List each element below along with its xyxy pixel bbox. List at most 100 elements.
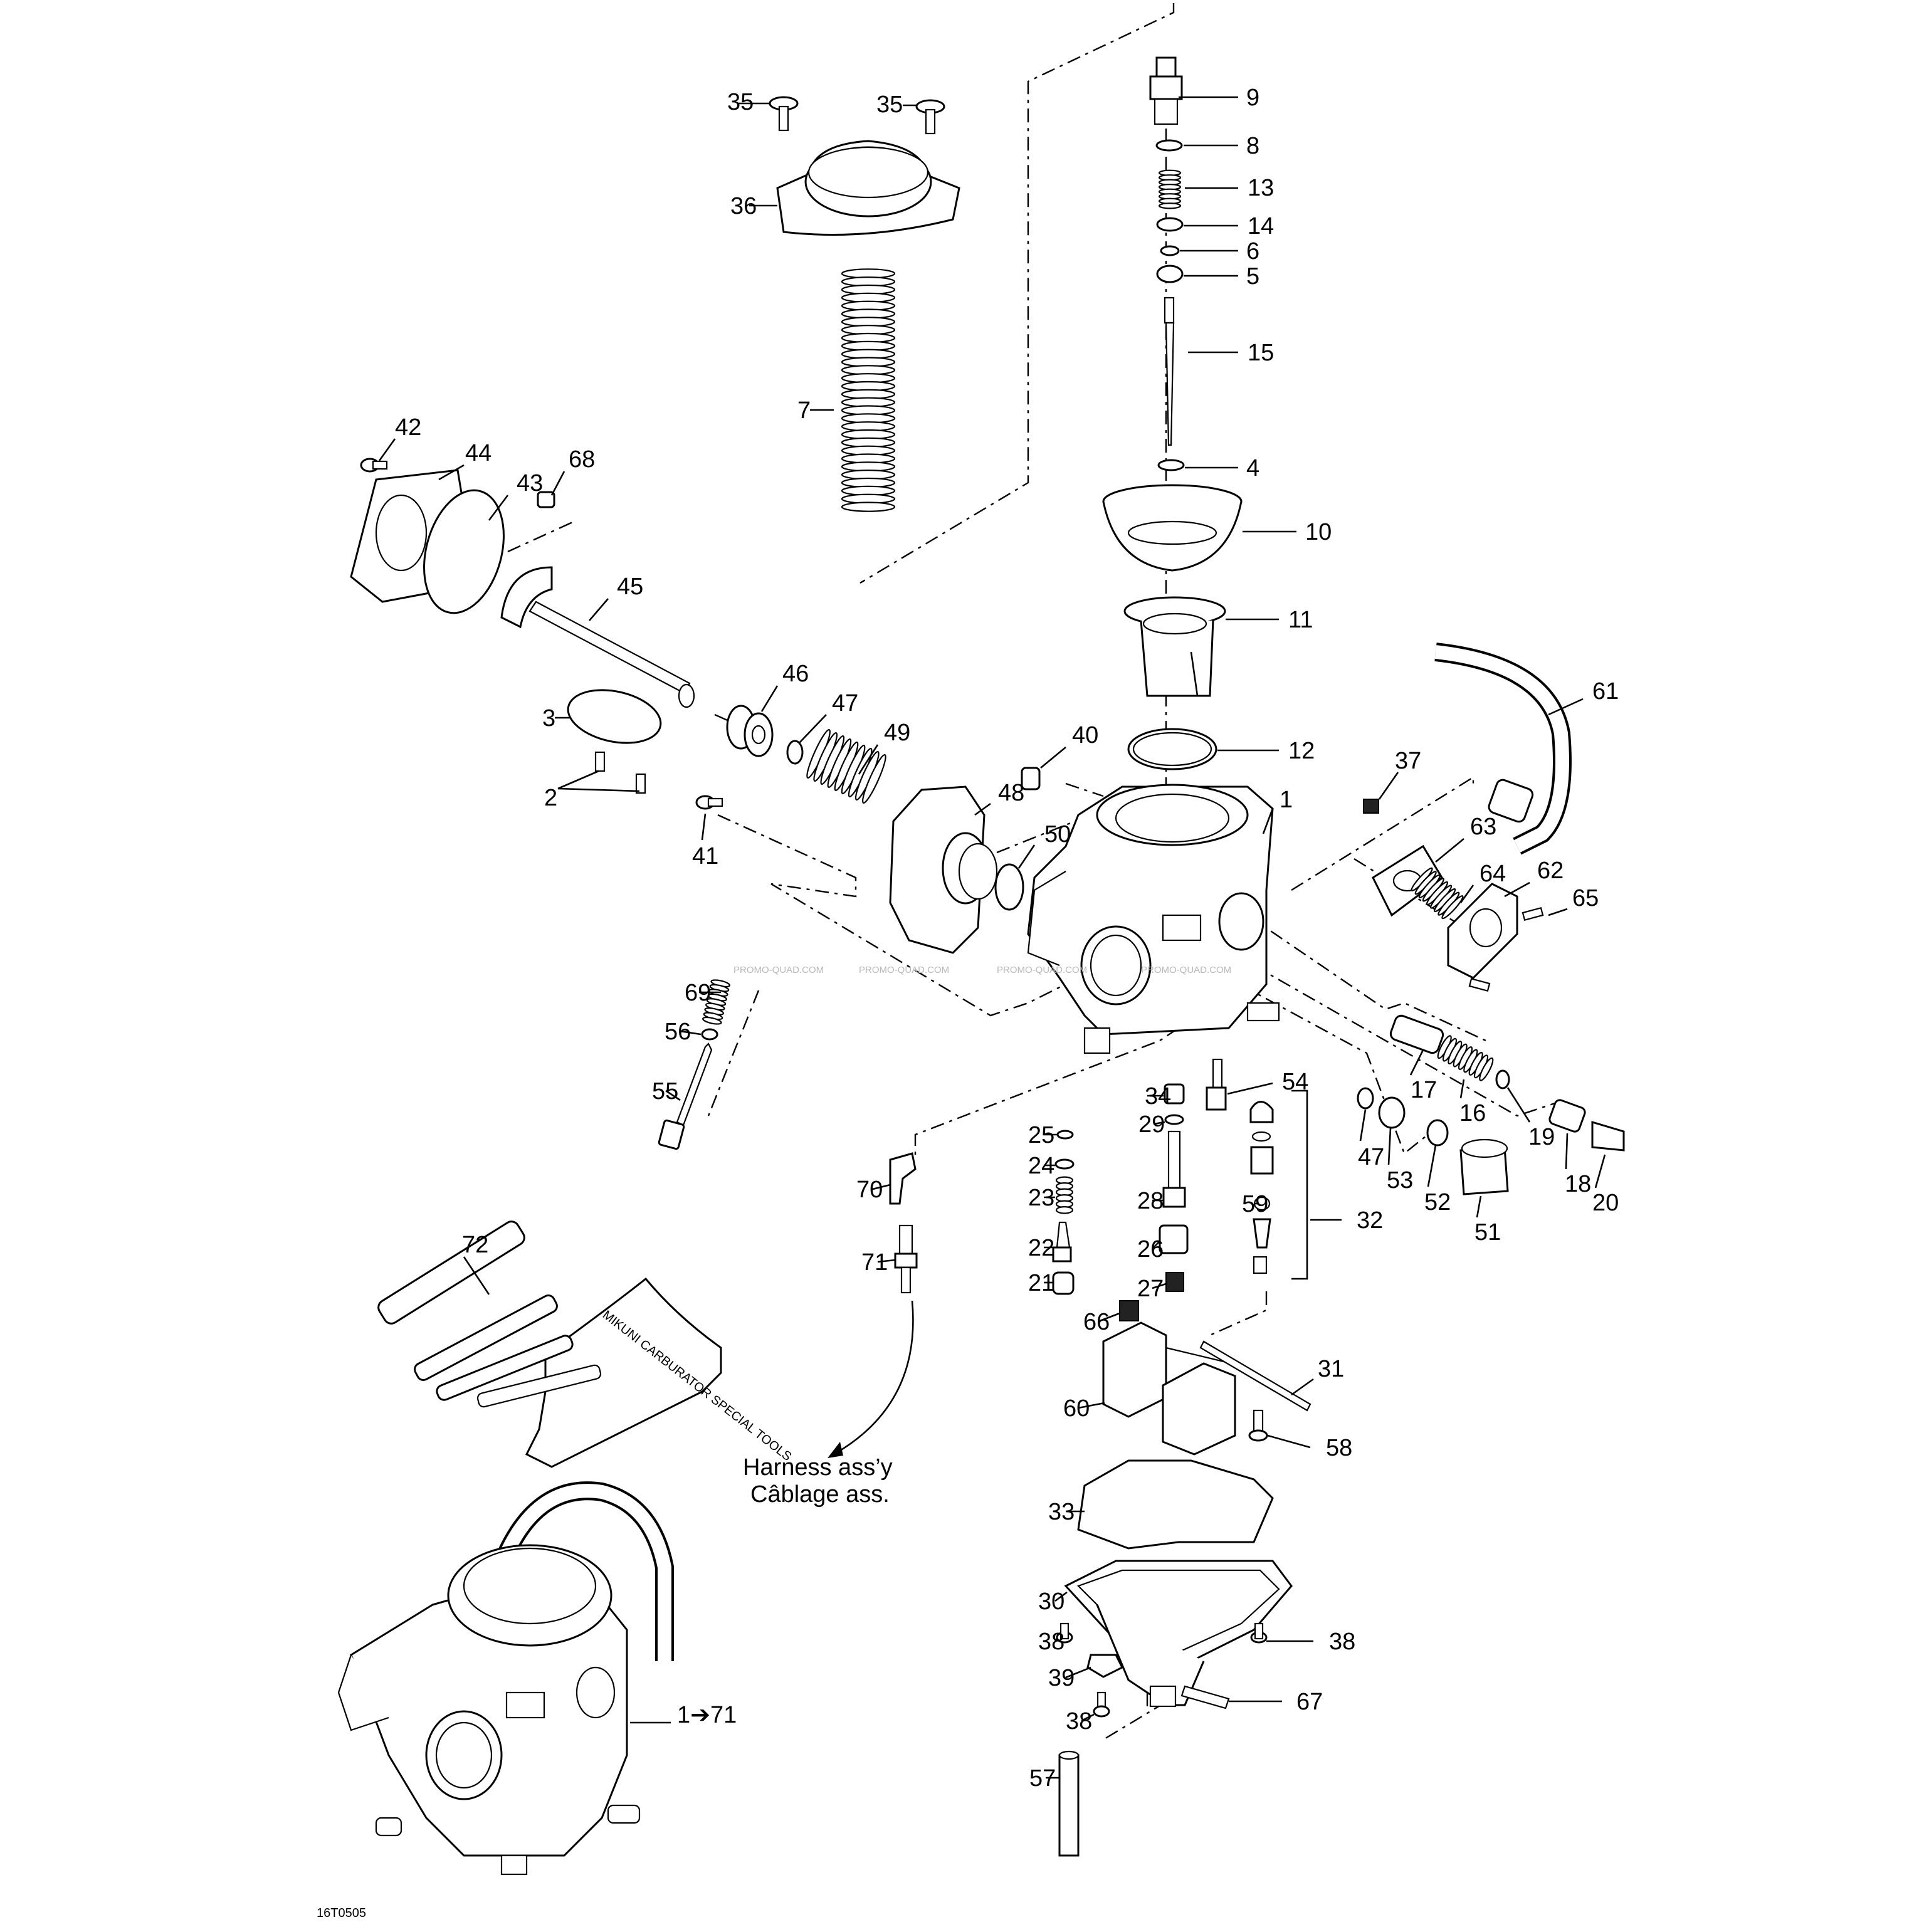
spring69-coil xyxy=(702,1016,722,1025)
callout-c18: 18 xyxy=(1565,1171,1591,1197)
callout-c16: 16 xyxy=(1459,1100,1486,1126)
leader-lines xyxy=(378,96,1606,1779)
callout-c14: 14 xyxy=(1248,213,1274,239)
callout-c61: 61 xyxy=(1592,678,1619,705)
float-60 xyxy=(1102,1321,1245,1456)
callout-c41: 41 xyxy=(692,843,718,869)
o-ring-19 xyxy=(1495,1069,1510,1089)
spring-69 xyxy=(702,979,730,1025)
washer-8 xyxy=(1155,139,1183,152)
callout-c58: 58 xyxy=(1326,1435,1352,1461)
callout-c52: 52 xyxy=(1424,1189,1451,1215)
washer-24 xyxy=(1054,1158,1075,1170)
callout-c64: 64 xyxy=(1480,861,1506,887)
washer-47b xyxy=(1357,1087,1374,1110)
cover-62 xyxy=(1447,883,1518,979)
watermark-text-1: PROMO-QUAD.COM xyxy=(733,965,824,975)
harness-note-line1: Harness ass’y xyxy=(743,1454,893,1481)
callout-c56: 56 xyxy=(665,1019,691,1045)
callout-c22: 22 xyxy=(1028,1235,1054,1261)
screw-35-right xyxy=(915,99,945,135)
callout-c38b: 38 xyxy=(1329,1629,1355,1655)
callout-c33: 33 xyxy=(1048,1499,1075,1525)
fitting-18 xyxy=(1548,1099,1586,1133)
callout-c44: 44 xyxy=(465,440,491,466)
plug-21 xyxy=(1052,1271,1075,1295)
nut-68 xyxy=(537,491,555,508)
screw-67 xyxy=(1180,1685,1230,1709)
callout-c45: 45 xyxy=(617,574,643,600)
callout-c1: 1 xyxy=(1280,787,1293,813)
callout-c46: 46 xyxy=(782,661,809,687)
diaphragm-10 xyxy=(1102,484,1243,572)
callout-c66: 66 xyxy=(1083,1309,1110,1335)
clip-52 xyxy=(1426,1119,1449,1147)
spring-16 xyxy=(1437,1035,1494,1081)
screws-2 xyxy=(594,751,646,794)
spring-7 xyxy=(841,268,896,512)
o-ring-56 xyxy=(701,1028,718,1041)
spring64-coil xyxy=(1441,895,1464,920)
callout-c4: 4 xyxy=(1246,455,1259,481)
pin-31 xyxy=(1199,1340,1311,1412)
o-ring-43 xyxy=(423,489,505,614)
callout-c12: 12 xyxy=(1288,738,1315,764)
screw-38b xyxy=(1250,1622,1268,1644)
bracket-39 xyxy=(1086,1654,1124,1678)
jet-66 xyxy=(1119,1300,1139,1321)
harness-arrow-line xyxy=(833,1300,914,1456)
screw-58 xyxy=(1248,1409,1268,1442)
cap-20 xyxy=(1591,1120,1625,1152)
callout-c65: 65 xyxy=(1572,885,1599,911)
washer-53 xyxy=(1378,1096,1406,1129)
o-ring-29 xyxy=(1164,1114,1184,1125)
spring23-coil xyxy=(1055,1206,1074,1214)
spring-13 xyxy=(1158,169,1182,209)
o-ring-50 xyxy=(994,863,1024,911)
spring-49 xyxy=(806,728,886,804)
complete-carburetor-assembly xyxy=(337,1481,674,1876)
callout-c63: 63 xyxy=(1470,814,1496,840)
shaft-45 xyxy=(500,566,695,708)
callout-c32: 32 xyxy=(1357,1207,1383,1234)
callout-c39: 39 xyxy=(1048,1665,1075,1691)
callout-c47a: 47 xyxy=(832,690,858,717)
plunger-17 xyxy=(1389,1014,1444,1054)
callout-c28: 28 xyxy=(1137,1188,1164,1214)
clip-70 xyxy=(889,1152,917,1205)
callout-c62: 62 xyxy=(1537,858,1564,884)
spring16-coil xyxy=(1479,1057,1494,1081)
jet-27 xyxy=(1165,1272,1184,1292)
callout-c19: 19 xyxy=(1528,1124,1555,1150)
callout-c72: 72 xyxy=(462,1232,488,1258)
callout-c59: 59 xyxy=(1242,1191,1268,1217)
float-valve-set-32 xyxy=(1249,1089,1308,1280)
screw-38a xyxy=(1056,1622,1073,1644)
housing-48 xyxy=(889,785,998,954)
spring49-coil xyxy=(862,753,886,804)
needle-15 xyxy=(1164,297,1175,446)
callout-c7: 7 xyxy=(797,397,811,424)
callout-c36: 36 xyxy=(730,193,757,219)
callout-c24: 24 xyxy=(1028,1153,1054,1179)
plate-3 xyxy=(567,689,662,744)
callout-c49: 49 xyxy=(884,720,910,746)
callout-c27: 27 xyxy=(1137,1276,1164,1302)
callout-c10: 10 xyxy=(1305,519,1332,545)
callout-c11: 11 xyxy=(1288,607,1313,633)
screw-22 xyxy=(1052,1221,1072,1263)
callout-c70: 70 xyxy=(856,1177,883,1203)
washer-47 xyxy=(786,740,804,765)
callout-c43: 43 xyxy=(517,470,543,496)
needle-jet-28 xyxy=(1162,1130,1186,1208)
callout-c47b: 47 xyxy=(1358,1144,1384,1170)
plug-40 xyxy=(1021,767,1041,790)
watermark-text-4: PROMO-QUAD.COM xyxy=(1141,965,1231,975)
slide-11 xyxy=(1123,596,1226,697)
callout-c67: 67 xyxy=(1296,1689,1323,1715)
o-ring-25 xyxy=(1056,1130,1074,1140)
callout-c51: 51 xyxy=(1474,1219,1501,1246)
